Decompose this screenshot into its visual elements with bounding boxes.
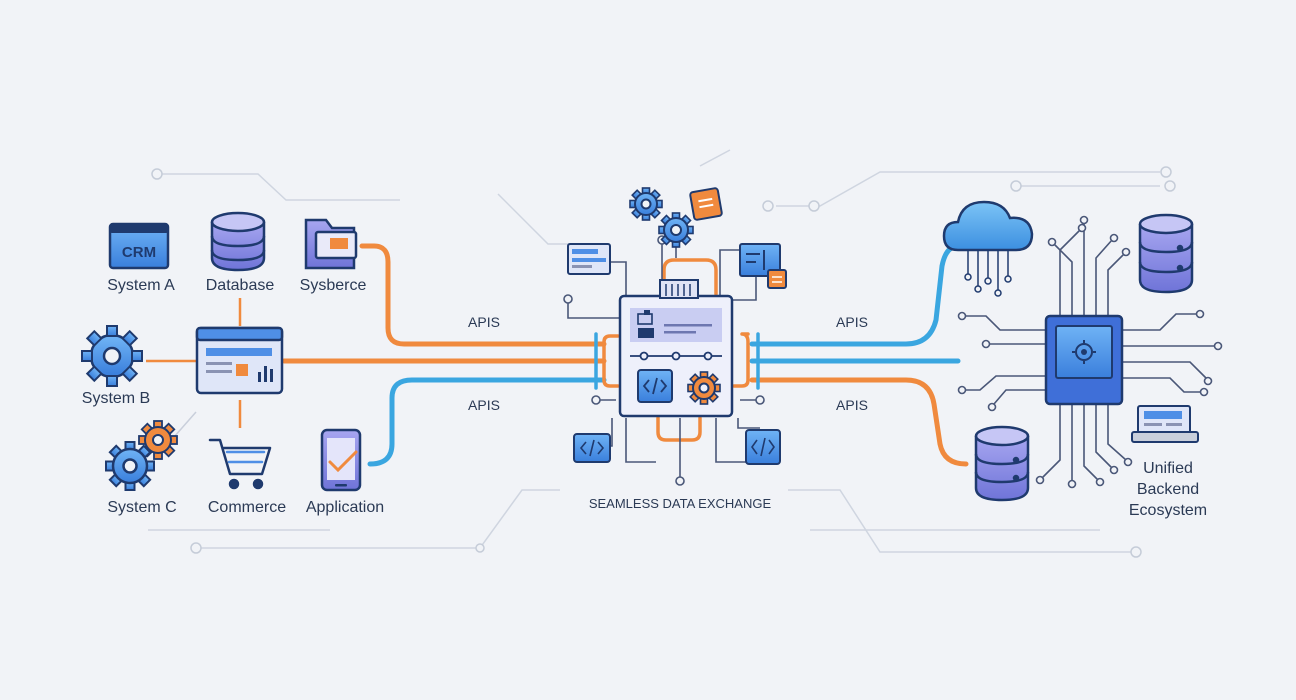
cloud-icon xyxy=(942,200,1034,252)
phone-icon xyxy=(320,428,362,492)
database-node[interactable]: Database xyxy=(206,211,275,294)
server-bottom-icon xyxy=(974,425,1030,502)
cloud-node[interactable] xyxy=(942,200,1034,297)
hub-bottom-right-code-icon xyxy=(745,429,781,465)
crm-icon-text: CRM xyxy=(122,244,156,261)
application-label: Application xyxy=(306,499,384,516)
integration-hub[interactable]: SEAMLESS DATA EXCHANGE xyxy=(589,279,772,511)
hub-caption: SEAMLESS DATA EXCHANGE xyxy=(589,496,772,511)
server-top-node[interactable] xyxy=(1138,213,1194,294)
system-b-label: System B xyxy=(82,390,150,407)
system-c-node[interactable]: System C xyxy=(105,420,178,516)
system-a-label: System A xyxy=(107,277,175,294)
hub-left-screen-icon xyxy=(567,243,611,275)
terminal-device-icon xyxy=(1131,405,1199,443)
crm-node[interactable]: CRM System A xyxy=(107,222,175,294)
left-flow-lines xyxy=(281,243,607,467)
sysberce-label: Sysberce xyxy=(300,277,367,294)
unified-label-line-2: Backend xyxy=(1137,481,1199,498)
apis-label-right-bottom: APIS xyxy=(836,397,868,413)
hub-top-port xyxy=(659,279,699,299)
server-icon xyxy=(1138,213,1194,294)
hub-brackets xyxy=(594,258,760,442)
unified-backend-label: Unified Backend Ecosystem xyxy=(1129,460,1207,519)
hub-right-screen-icon xyxy=(739,243,787,289)
unified-label-line-3: Ecosystem xyxy=(1129,502,1207,519)
system-c-label: System C xyxy=(107,499,176,516)
hub-top-document-icon xyxy=(689,187,723,221)
large-gear-icon xyxy=(105,441,155,491)
hub-gear-icon xyxy=(687,371,721,405)
system-b-node[interactable]: System B xyxy=(81,325,150,407)
application-node[interactable]: Application xyxy=(306,428,384,516)
apis-label-left-top: APIS xyxy=(468,314,500,330)
sysberce-node[interactable]: Sysberce xyxy=(300,218,367,294)
server-bottom-node[interactable] xyxy=(974,425,1030,502)
apis-label-left-bottom: APIS xyxy=(468,397,500,413)
database-icon xyxy=(210,211,266,272)
apis-label-right-top: APIS xyxy=(836,314,868,330)
hub-top-gear-2 xyxy=(658,212,694,248)
commerce-label: Commerce xyxy=(208,499,286,516)
database-label: Database xyxy=(206,277,275,294)
cart-icon xyxy=(208,438,272,490)
gear-icon xyxy=(81,325,143,387)
processor-node[interactable] xyxy=(957,215,1223,489)
folder-icon xyxy=(304,218,358,270)
unified-label-line-1: Unified xyxy=(1143,460,1193,477)
hub-bottom-left-code-icon xyxy=(573,433,611,463)
hub-top-gear-1 xyxy=(629,187,663,221)
background-trace-dots xyxy=(151,166,1176,558)
commerce-node[interactable]: Commerce xyxy=(208,438,286,516)
background-traces xyxy=(148,149,1160,553)
dashboard-window-node[interactable] xyxy=(195,326,284,395)
chip-traces xyxy=(966,224,1214,481)
